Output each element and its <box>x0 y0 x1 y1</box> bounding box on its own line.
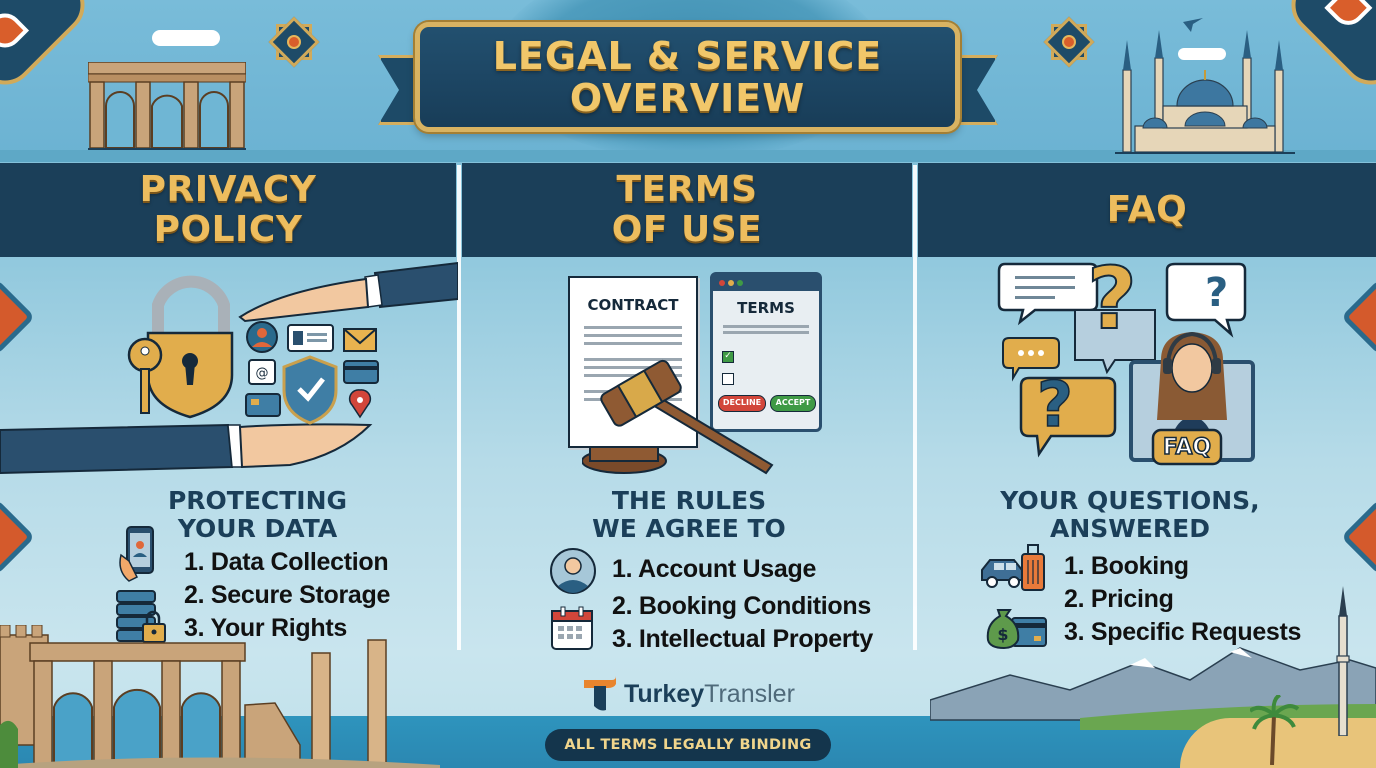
star-ornament-icon <box>268 16 320 68</box>
privacy-header-line-1: PRIVACY <box>139 169 317 210</box>
privacy-header-line-2: POLICY <box>153 209 303 250</box>
user-avatar-icon <box>550 548 596 594</box>
terms-header-line-2: OF USE <box>611 209 763 250</box>
faq-subtitle-line-2: ANSWERED <box>1049 514 1210 543</box>
list-item: 1. Account Usage <box>612 555 817 583</box>
window-close-dot <box>719 280 725 286</box>
privacy-subtitle-line-1: PROTECTING <box>167 486 348 515</box>
terms-subtitle-line-1: THE RULES <box>611 486 767 515</box>
mosque-illustration <box>1115 30 1295 154</box>
privacy-policy-header: PRIVACY POLICY <box>0 163 456 257</box>
faq-subtitle: YOUR QUESTIONS, ANSWERED <box>980 487 1280 543</box>
column-divider <box>457 165 461 650</box>
list-item: 3. Specific Requests <box>1064 618 1302 646</box>
turkeytransler-logo-icon <box>584 676 616 711</box>
terms-screen: TERMS ✓ DECLINE ACCEPT <box>710 272 822 432</box>
list-item: 2. Booking Conditions <box>612 592 871 620</box>
title-line-2: OVERVIEW <box>569 76 806 120</box>
star-ornament-icon <box>1043 16 1095 68</box>
privacy-subtitle-line-2: YOUR DATA <box>177 514 338 543</box>
cloud-icon <box>152 30 220 46</box>
minaret-icon <box>1336 586 1350 736</box>
title-line-1: LEGAL & SERVICE <box>492 34 883 78</box>
legal-notice-badge: ALL TERMS LEGALLY BINDING <box>545 729 831 761</box>
terms-of-use-header: TERMS OF USE <box>462 163 912 257</box>
list-item: 2. Secure Storage <box>184 581 391 609</box>
decline-button[interactable]: DECLINE <box>718 395 766 412</box>
window-minimize-dot <box>728 280 734 286</box>
terms-subtitle-line-2: WE AGREE TO <box>592 514 786 543</box>
list-item: 2. Pricing <box>1064 585 1174 613</box>
terms-header-line-1: TERMS <box>616 169 758 210</box>
list-item: 1. Data Collection <box>184 548 389 576</box>
faq-list: 1. Booking 2. Pricing 3. Specific Reques… <box>1064 550 1301 649</box>
faq-header: FAQ <box>918 163 1376 257</box>
column-divider <box>913 165 917 650</box>
mountains-illustration <box>930 647 1376 730</box>
svg-text:@: @ <box>256 366 269 381</box>
list-item: 3. Your Rights <box>184 614 347 642</box>
svg-text:?: ? <box>1087 250 1137 349</box>
ancient-gate-illustration <box>88 62 246 150</box>
money-bag-card-icon: $ <box>986 609 1047 650</box>
privacy-list: 1. Data Collection 2. Secure Storage 3. … <box>184 546 390 645</box>
page-title: LEGAL & SERVICE OVERVIEW <box>415 22 960 132</box>
gavel-icon <box>582 359 774 475</box>
window-maximize-dot <box>737 280 743 286</box>
palm-tree-icon <box>1250 695 1300 765</box>
ancient-ruins-illustration <box>0 625 440 768</box>
faq-subtitle-line-1: YOUR QUESTIONS, <box>1000 486 1260 515</box>
faq-illustration: ? ? ? <box>997 250 1255 466</box>
horizon-band <box>0 150 1376 162</box>
accept-button[interactable]: ACCEPT <box>770 395 816 412</box>
faq-header-line-1: FAQ <box>1106 189 1188 230</box>
car-luggage-icon <box>981 544 1045 591</box>
checkbox-unchecked[interactable] <box>722 373 734 385</box>
bird-icon <box>1183 18 1203 32</box>
side-ornament-icon <box>0 498 36 576</box>
brand-name-secondary: Transler <box>704 679 795 708</box>
terms-label: TERMS <box>737 299 795 317</box>
terms-list: 1. Account Usage 2. Booking Conditions 3… <box>612 553 873 656</box>
side-ornament-icon <box>1340 278 1376 356</box>
brand-name-primary: Turkey <box>624 679 705 708</box>
svg-text:$: $ <box>997 625 1008 644</box>
faq-badge: FAQ <box>1162 434 1212 461</box>
side-ornament-icon <box>1340 498 1376 576</box>
list-item: 1. Booking <box>1064 552 1189 580</box>
privacy-illustration: @ <box>0 261 458 475</box>
svg-text:?: ? <box>1205 270 1228 316</box>
cloud-icon <box>1178 48 1226 60</box>
server-lock-icon <box>116 590 166 643</box>
svg-text:?: ? <box>1037 368 1073 441</box>
calendar-icon <box>551 606 593 650</box>
terms-subtitle: THE RULES WE AGREE TO <box>563 487 815 543</box>
phone-user-icon <box>119 526 154 582</box>
list-item: 3. Intellectual Property <box>612 625 873 653</box>
contract-label: CONTRACT <box>587 296 679 314</box>
checkbox-checked[interactable]: ✓ <box>722 351 734 363</box>
privacy-subtitle: PROTECTING YOUR DATA <box>120 487 395 543</box>
